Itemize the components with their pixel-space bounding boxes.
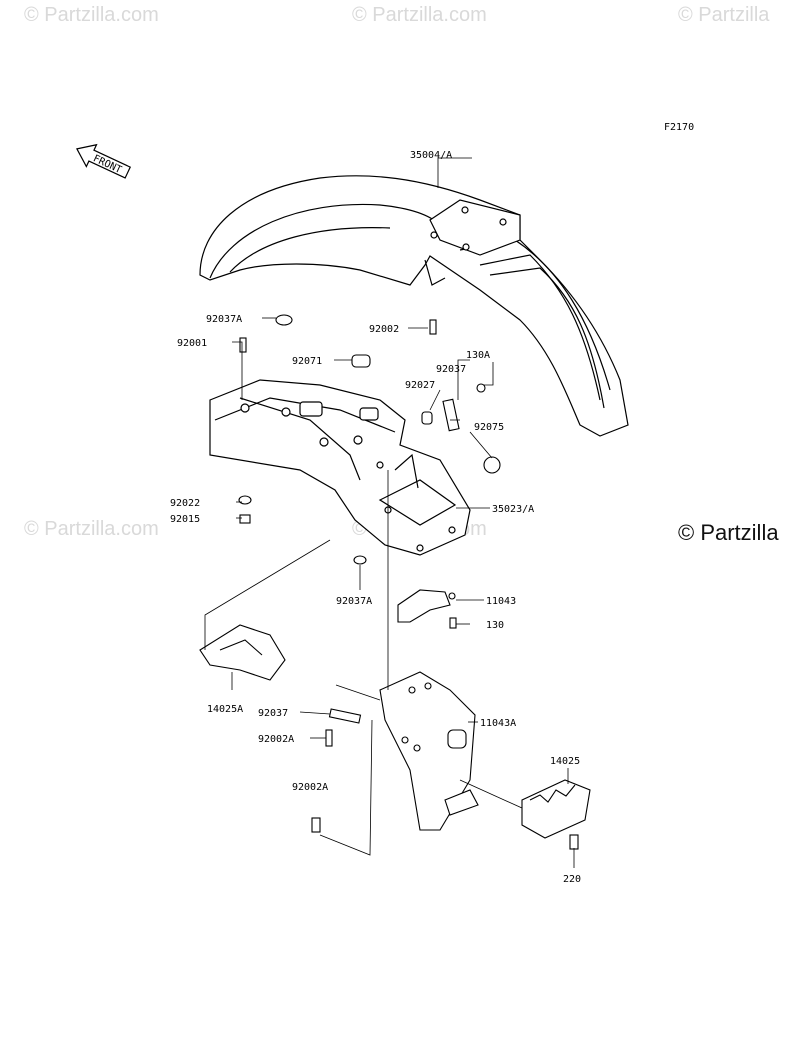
label-220: 220: [563, 874, 581, 885]
label-92037A-lower: 92037A: [336, 596, 372, 607]
label-92027: 92027: [405, 380, 435, 391]
label-92075: 92075: [474, 422, 504, 433]
figure-code: F2170: [664, 122, 695, 133]
label-11043: 11043: [486, 596, 516, 607]
watermark: © Partzilla.com: [24, 518, 159, 540]
leader-lines: [204, 157, 575, 868]
watermark: © Partzilla: [678, 4, 770, 26]
label-92002A-2: 92002A: [292, 782, 328, 793]
label-92071: 92071: [292, 356, 322, 367]
label-14025: 14025: [550, 756, 580, 767]
label-92037: 92037: [436, 364, 466, 375]
label-92022: 92022: [170, 498, 200, 509]
watermark: © Partzilla.com: [24, 4, 159, 26]
label-130: 130: [486, 620, 504, 631]
label-92001: 92001: [177, 338, 207, 349]
label-92002: 92002: [369, 324, 399, 335]
label-14025A: 14025A: [207, 704, 243, 715]
rear-fender: [199, 175, 629, 437]
front-arrow-icon: FRONT: [76, 143, 132, 179]
watermark: © Partzilla.com: [352, 4, 487, 26]
label-11043A: 11043A: [480, 718, 516, 729]
label-130A: 130A: [466, 350, 490, 361]
watermark-copyright: © Partzilla: [678, 520, 779, 545]
small-parts: [199, 314, 591, 850]
rear-fender-lower: [209, 379, 471, 556]
label-92037A: 92037A: [206, 314, 242, 325]
label-92015: 92015: [170, 514, 200, 525]
label-92002A: 92002A: [258, 734, 294, 745]
label-35023A: 35023/A: [492, 504, 534, 515]
label-92037-lower: 92037: [258, 708, 288, 719]
label-35004A: 35004/A: [410, 150, 452, 161]
